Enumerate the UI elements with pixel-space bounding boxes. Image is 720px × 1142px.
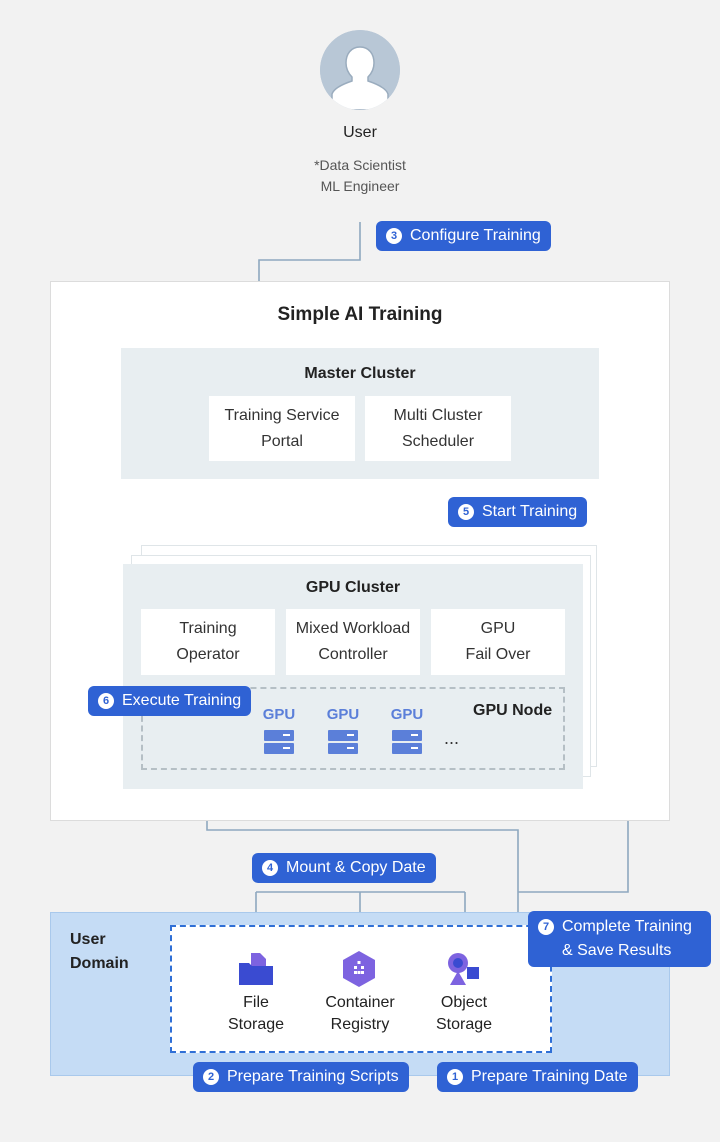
object-line1: Object (440, 994, 488, 1011)
operator-line1: Training (179, 620, 237, 637)
server-icon (392, 730, 422, 754)
server-icon (328, 730, 358, 754)
failover-line1: GPU (480, 620, 516, 637)
master-cluster (121, 348, 599, 479)
mixed-line1: Mixed Workload (295, 620, 411, 637)
step-prepare-scripts-badge: 2 Prepare Training Scripts (193, 1062, 409, 1092)
operator-line2: Operator (176, 646, 240, 663)
user-role-line1: *Data Scientist (314, 157, 406, 173)
registry-line1: Container (325, 994, 395, 1011)
storage-group (170, 925, 552, 1053)
step-start-training-badge: 5 Start Training (448, 497, 588, 527)
user-domain-label: User Domain (70, 928, 129, 976)
step-execute-training-badge: 6 Execute Training (88, 686, 252, 716)
step-label: Prepare Training Date (471, 1068, 628, 1085)
step-label: Configure Training (410, 227, 541, 244)
step-configure-training-badge: 3 Configure Training (376, 221, 551, 251)
main-title: Simple AI Training (277, 304, 443, 325)
step-complete-training-badge: 7 Complete Training & Save Results (528, 911, 711, 967)
gpu-node (141, 687, 565, 770)
domain-line1: User (70, 931, 106, 948)
gpu-label: GPU (262, 706, 296, 723)
user-avatar-icon (320, 30, 400, 110)
portal-line1: Training Service (224, 406, 340, 424)
step-label-line2: & Save Results (562, 942, 672, 959)
shapes-object-icon (448, 953, 479, 985)
file-line2: Storage (227, 1016, 285, 1033)
step-label: Prepare Training Scripts (227, 1068, 399, 1085)
file-storage-label: File Storage (206, 992, 306, 1036)
folder-file-icon (239, 953, 273, 985)
gpu-label: GPU (390, 706, 424, 723)
step-label: Mount & Copy Date (286, 859, 426, 876)
hexagon-registry-icon (343, 951, 375, 987)
step-label: Complete Training & Save Results (562, 915, 692, 963)
object-line2: Storage (435, 1016, 493, 1033)
step-label-line1: Complete Training (562, 918, 692, 935)
step-label: Execute Training (122, 692, 242, 709)
gpu-fail-over: GPU Fail Over (431, 609, 565, 675)
step-label: Start Training (482, 503, 578, 520)
gpu-ellipsis: ... (444, 728, 460, 748)
object-storage-label: Object Storage (414, 992, 514, 1036)
mixed-line2: Controller (318, 646, 388, 663)
step-number: 2 (203, 1069, 219, 1085)
container-registry-label: Container Registry (305, 992, 415, 1036)
step-number: 7 (538, 919, 554, 935)
user-role-text: *Data Scientist ML Engineer (280, 155, 440, 197)
gpu-label: GPU (326, 706, 360, 723)
step-number: 6 (98, 693, 114, 709)
gpu-node-label: GPU Node (473, 702, 553, 719)
failover-line2: Fail Over (465, 646, 531, 663)
domain-line2: Domain (70, 955, 129, 972)
step-number: 1 (447, 1069, 463, 1085)
user-role-line2: ML Engineer (320, 178, 400, 194)
step-number: 4 (262, 860, 278, 876)
scheduler-line2: Scheduler (401, 432, 475, 450)
file-line1: File (243, 994, 269, 1011)
scheduler-line1: Multi Cluster (393, 406, 483, 424)
portal-line2: Portal (261, 432, 303, 450)
user-label: User (343, 124, 377, 141)
step-number: 5 (458, 504, 474, 520)
master-cluster-title: Master Cluster (304, 365, 416, 382)
step-prepare-data-badge: 1 Prepare Training Date (437, 1062, 638, 1092)
step-mount-copy-badge: 4 Mount & Copy Date (252, 853, 436, 883)
gpu-cluster-title: GPU Cluster (305, 579, 401, 596)
server-icon (264, 730, 294, 754)
step-number: 3 (386, 228, 402, 244)
registry-line2: Registry (330, 1016, 390, 1033)
